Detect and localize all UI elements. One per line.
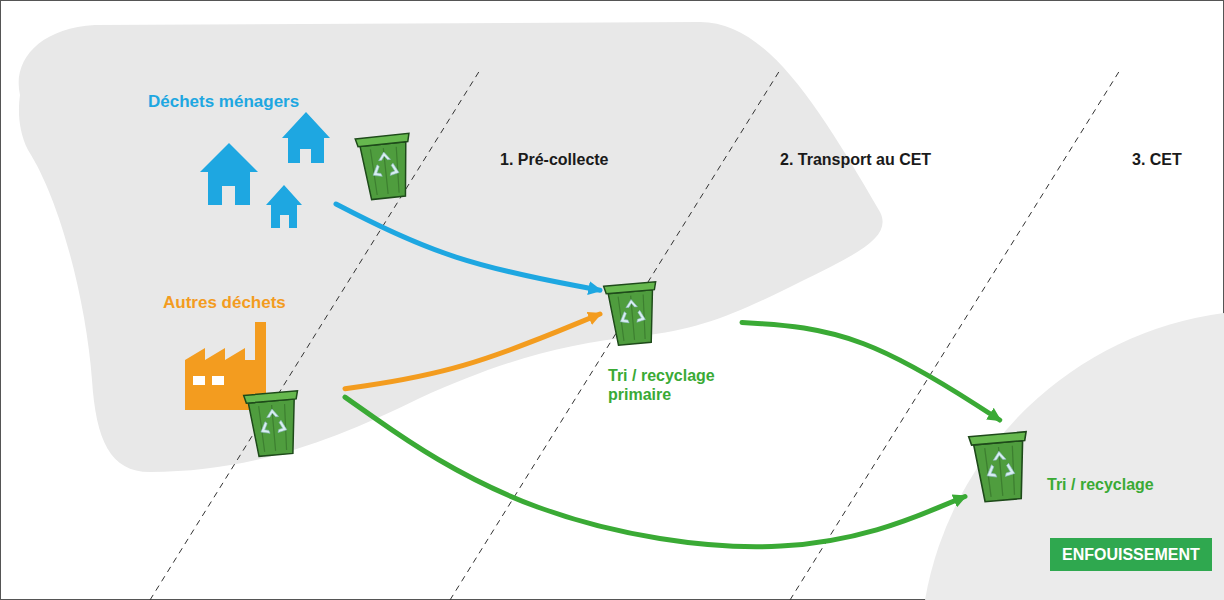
group-heading: Tri / recyclage primaire bbox=[608, 366, 738, 404]
recycling-bin bbox=[355, 133, 415, 200]
landfill-box: ENFOUISSEMENT bbox=[1050, 538, 1212, 571]
zone-label: 3. CET bbox=[1132, 151, 1182, 169]
waste-source-group: Autres déchets bbox=[163, 293, 345, 461]
sorting-point: Tri / recyclage primaire bbox=[600, 272, 742, 412]
factory-window bbox=[212, 376, 224, 385]
house bbox=[200, 143, 258, 205]
flow-arrow bbox=[345, 397, 965, 547]
factory-window bbox=[193, 376, 205, 385]
house-door bbox=[222, 186, 235, 205]
zone-label: 2. Transport au CET bbox=[780, 151, 931, 169]
house bbox=[266, 185, 302, 228]
box-label: ENFOUISSEMENT bbox=[1062, 545, 1200, 564]
house-door bbox=[280, 215, 289, 228]
territory-region bbox=[19, 22, 883, 472]
flow-arrow bbox=[345, 314, 600, 389]
cet-region bbox=[925, 313, 1224, 600]
recycling-bin bbox=[969, 432, 1032, 503]
recycling-bin bbox=[244, 391, 303, 457]
zone-divider bbox=[150, 70, 480, 600]
sorting-point: Tri / recyclage bbox=[965, 420, 1158, 510]
flow-arrow bbox=[336, 204, 600, 290]
zone-divider bbox=[450, 70, 780, 600]
group-heading: Déchets ménagers bbox=[148, 92, 332, 112]
group-heading: Autres déchets bbox=[163, 293, 341, 313]
recycling-bin bbox=[604, 282, 661, 346]
group-heading: Tri / recyclage bbox=[1047, 475, 1154, 494]
waste-source-group: Déchets ménagers bbox=[148, 92, 336, 232]
houses-icon bbox=[200, 112, 330, 228]
house-door bbox=[300, 149, 311, 163]
house bbox=[282, 112, 330, 163]
zone-label: 1. Pré-collecte bbox=[500, 151, 609, 169]
flow-arrow bbox=[742, 322, 1000, 420]
zone-dividers bbox=[150, 70, 1120, 600]
